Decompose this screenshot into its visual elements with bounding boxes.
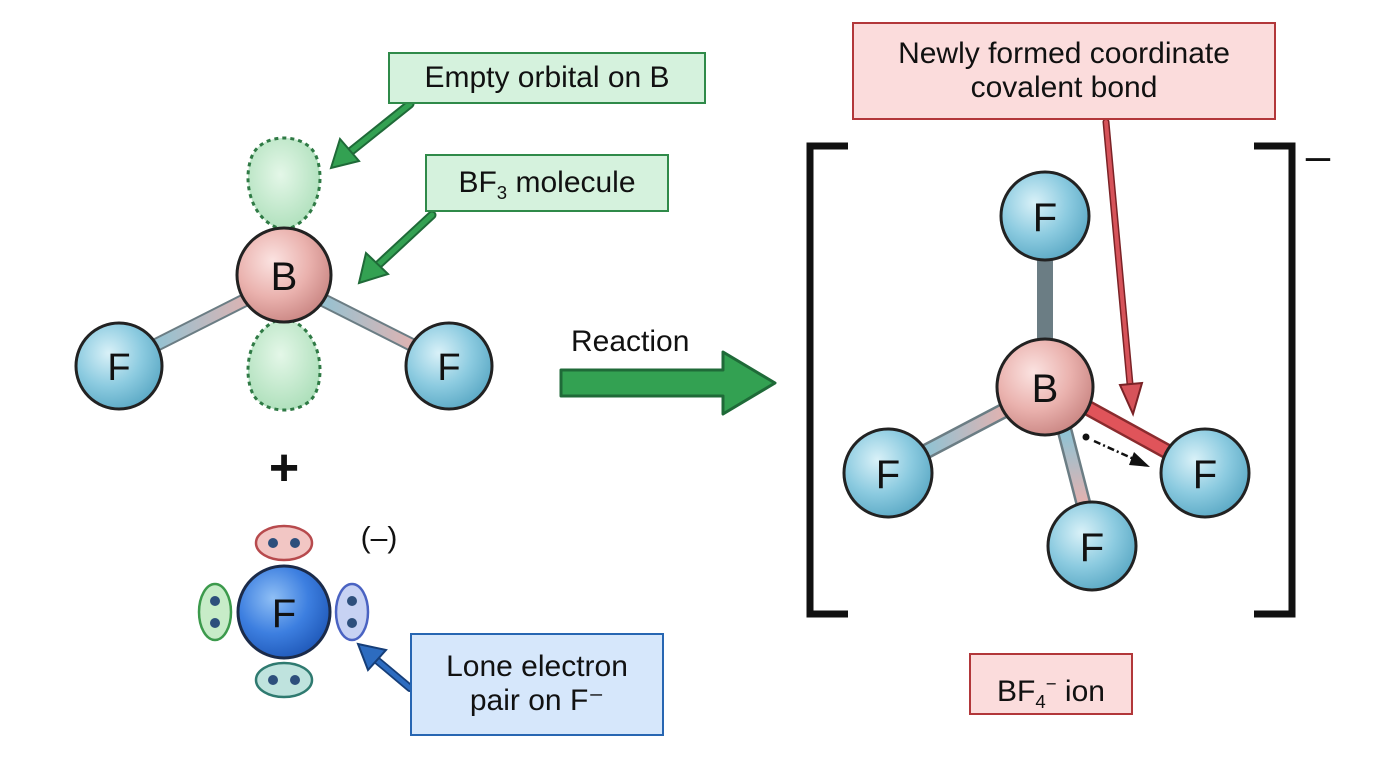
lone-pair-top (254, 524, 314, 562)
electron (210, 618, 220, 628)
bf3-fluorine-right (404, 321, 494, 411)
lone-pair-arrow (356, 642, 414, 692)
bf4-fluorine-left-label: F (876, 453, 900, 497)
electron-pair-dashed-arrow (1082, 433, 1150, 467)
bf3-formula-subscript: 3 (496, 182, 508, 203)
bf3-formula-prefix: BF (458, 166, 497, 199)
electron (210, 596, 220, 606)
bf4-formula-subscript: 4 (1035, 691, 1046, 712)
bf3-molecule-arrow (357, 210, 437, 285)
empty-orbital-top-lobe (246, 136, 322, 232)
bf4-fluorine-bottom (1046, 500, 1138, 592)
fluoride-label: F (272, 592, 296, 636)
new-bond-label-line2: covalent bond (970, 71, 1158, 104)
right-bracket (1254, 142, 1296, 618)
lone-pair-left (197, 582, 233, 642)
bf4-brackets (806, 142, 1296, 618)
bf3-fluorine-left (74, 321, 164, 411)
bf3-bond-left-fill (145, 290, 260, 353)
ion-charge: – (1306, 132, 1331, 181)
new-bond-label-line1: Newly formed coordinate (898, 37, 1230, 70)
left-bracket (806, 142, 848, 618)
reaction-arrow (559, 350, 777, 416)
fluoride-charge: (–) (361, 522, 398, 555)
electron (290, 538, 300, 548)
bf3-molecule-callout: BF3 molecule (425, 154, 669, 212)
bf4-formula-charge: − (1045, 673, 1057, 694)
fluoride-atom (236, 564, 332, 660)
electron (347, 618, 357, 628)
bf4-formula-prefix: BF (997, 675, 1036, 708)
bf4-fluorine-left (842, 427, 934, 519)
new-bond-arrow (1102, 118, 1144, 417)
bf4-ion-callout: BF4− ion (969, 653, 1133, 715)
new-bond-callout: Newly formed coordinate covalent bond (852, 22, 1276, 120)
plus-sign: + (269, 439, 299, 497)
bf3-bond-right-fill (308, 290, 423, 353)
bf3-molecule: B F F (74, 136, 494, 412)
empty-orbital-label: Empty orbital on B (424, 61, 670, 94)
electron (268, 538, 278, 548)
bf4-bond-left-fill (919, 404, 1011, 458)
empty-orbital-callout: Empty orbital on B (388, 52, 706, 104)
fluoride-ion: F (197, 524, 370, 699)
bf4-formula-suffix: ion (1056, 675, 1105, 708)
bf3-formula-suffix: molecule (507, 166, 636, 199)
lone-pair-label-line1: Lone electron (446, 650, 628, 683)
empty-orbital-bottom-lobe (246, 316, 322, 412)
bf4-fluorine-right (1159, 427, 1251, 519)
bf3-boron-atom (235, 226, 333, 324)
bf4-fluorine-bottom-label: F (1080, 526, 1104, 570)
electron (290, 675, 300, 685)
bf4-fluorine-top-label: F (1033, 196, 1057, 240)
reaction-label: Reaction (571, 325, 690, 358)
bf4-molecule: F B F F F (842, 170, 1251, 592)
bf3-fluorine-right-label: F (437, 347, 460, 389)
empty-orbital-arrow (329, 99, 415, 170)
electron (268, 675, 278, 685)
electron (347, 596, 357, 606)
bf3-boron-label: B (271, 255, 298, 299)
bf4-bond-bottom-fill (1059, 426, 1089, 508)
bf4-boron-label: B (1032, 367, 1059, 411)
coordinate-bond-fill (1082, 402, 1174, 458)
bf3-fluorine-left-label: F (107, 347, 130, 389)
lone-pair-right (334, 582, 370, 642)
bf4-fluorine-top (999, 170, 1091, 262)
lone-pair-label-line2: pair on F⁻ (469, 684, 605, 717)
bf4-fluorine-right-label: F (1193, 453, 1217, 497)
bf4-boron-atom (995, 337, 1095, 437)
lone-pair-callout: Lone electron pair on F⁻ (410, 633, 664, 736)
lone-pair-bottom (254, 661, 314, 699)
